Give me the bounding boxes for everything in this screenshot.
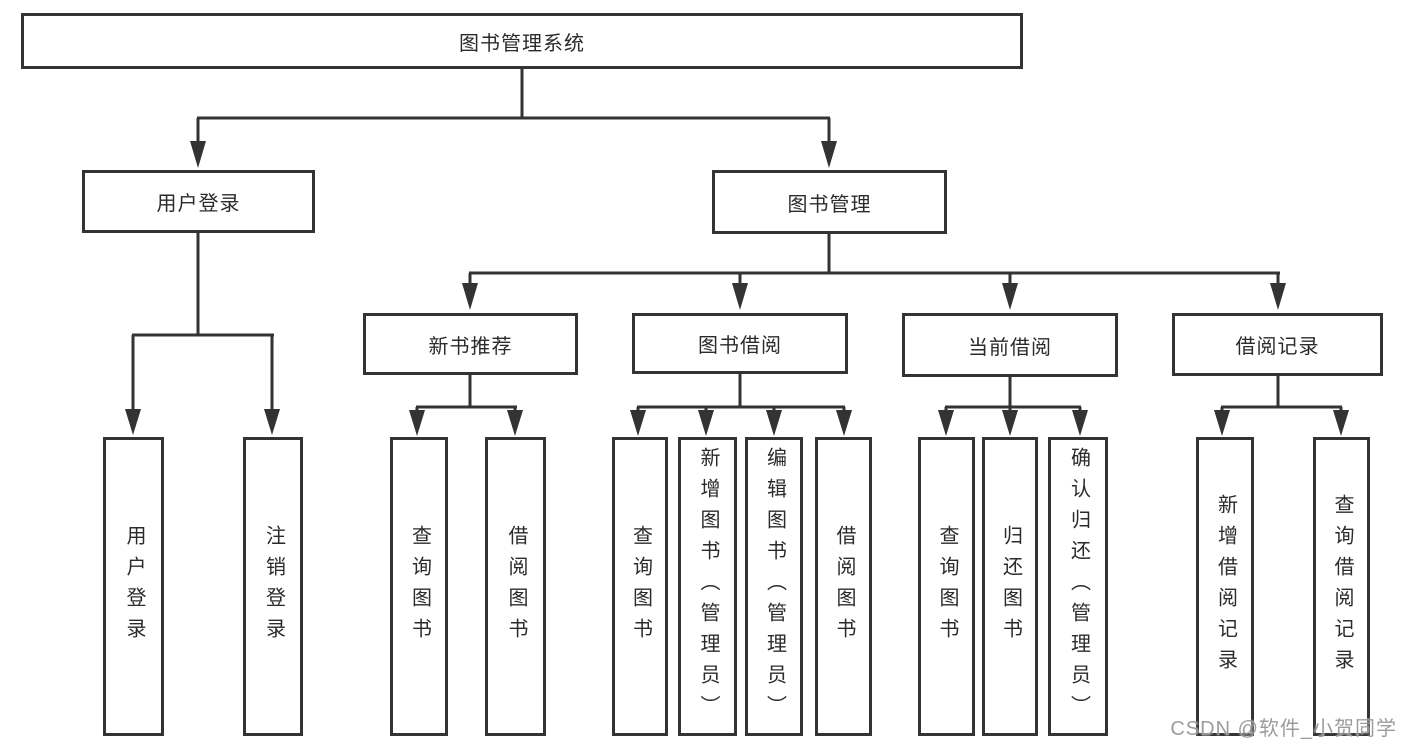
connector-borrow-record-group [1220, 376, 1343, 412]
arrowheads-new-book-leaves [409, 410, 523, 436]
node-new-book-recommend-label: 新书推荐 [428, 335, 513, 358]
leaf-edit-books-admin-label: 编辑图书（管理员） [763, 447, 786, 726]
leaf-borrow-books-recommend: 借阅图书 [485, 437, 546, 736]
connector-current-borrow-group [944, 377, 1082, 412]
arrowheads-level2 [190, 141, 837, 168]
leaf-borrow-books-label: 借阅图书 [833, 524, 855, 649]
leaf-query-books-borrow-label: 查询图书 [629, 524, 652, 649]
node-user-login: 用户登录 [82, 170, 315, 233]
node-user-login-label: 用户登录 [156, 193, 241, 215]
connector-root-to-level2 [196, 66, 831, 142]
arrowheads-user-login-leaves [125, 409, 280, 435]
node-borrow-record-label: 借阅记录 [1235, 336, 1320, 358]
leaf-borrow-books: 借阅图书 [815, 437, 872, 736]
node-book-management: 图书管理 [712, 170, 947, 234]
node-borrow-record: 借阅记录 [1172, 313, 1383, 376]
node-new-book-recommend: 新书推荐 [363, 313, 578, 375]
leaf-query-books-recommend-label: 查询图书 [408, 524, 431, 649]
leaf-edit-books-admin: 编辑图书（管理员） [745, 437, 803, 736]
leaf-add-books-admin: 新增图书（管理员） [678, 437, 737, 736]
node-book-borrow-label: 图书借阅 [698, 335, 782, 357]
node-current-borrow: 当前借阅 [902, 313, 1118, 377]
leaf-confirm-return-admin-label: 确认归还（管理员） [1067, 447, 1090, 726]
leaf-user-login: 用户登录 [103, 437, 164, 736]
leaf-confirm-return-admin: 确认归还（管理员） [1048, 437, 1108, 736]
leaf-query-borrow-record: 查询借阅记录 [1313, 437, 1370, 736]
node-book-borrow: 图书借阅 [632, 313, 848, 374]
leaf-add-books-admin-label: 新增图书（管理员） [697, 447, 719, 726]
leaf-query-books-borrow: 查询图书 [612, 437, 668, 736]
leaf-user-login-label: 用户登录 [123, 524, 145, 649]
leaf-add-borrow-record-label: 新增借阅记录 [1214, 493, 1237, 680]
leaf-query-books-current-label: 查询图书 [936, 524, 958, 649]
leaf-add-borrow-record: 新增借阅记录 [1196, 437, 1254, 736]
node-book-management-label: 图书管理 [787, 193, 872, 216]
arrowheads-level3 [462, 283, 1286, 310]
connector-book-borrow-group [636, 374, 846, 412]
connector-book-mgmt-branch [468, 234, 1280, 285]
connector-new-book-group [415, 375, 517, 412]
leaf-query-books-current: 查询图书 [918, 437, 975, 736]
arrowheads-current-borrow-leaves [938, 410, 1088, 436]
arrowheads-borrow-record-leaves [1214, 410, 1349, 436]
arrowheads-book-borrow-leaves [630, 410, 852, 436]
leaf-return-books-label: 归还图书 [999, 524, 1022, 649]
connector-user-login-branch [131, 233, 274, 411]
leaf-logout-label: 注销登录 [262, 524, 285, 649]
leaf-borrow-books-recommend-label: 借阅图书 [505, 524, 527, 649]
leaf-query-borrow-record-label: 查询借阅记录 [1331, 493, 1353, 680]
leaf-query-books-recommend: 查询图书 [390, 437, 448, 736]
leaf-return-books: 归还图书 [982, 437, 1038, 736]
node-root-label: 图书管理系统 [459, 32, 585, 55]
leaf-logout: 注销登录 [243, 437, 303, 736]
csdn-watermark: CSDN @软件_小贺同学 [1170, 718, 1397, 740]
node-current-borrow-label: 当前借阅 [968, 336, 1052, 359]
node-root-system: 图书管理系统 [21, 13, 1023, 69]
